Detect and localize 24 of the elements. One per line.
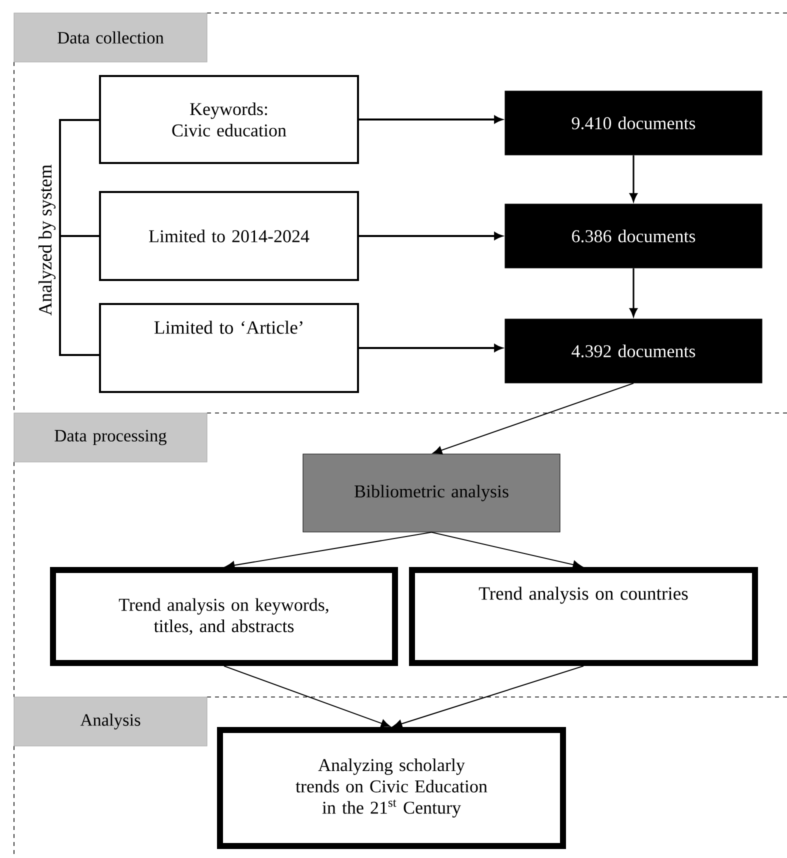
arrow (359, 232, 502, 240)
process-box: Keywords: Civic education (99, 75, 359, 164)
arrow (359, 344, 502, 352)
analysis-box: Bibliometric analysis (302, 454, 560, 532)
arrow (630, 268, 638, 317)
tab-label: Data collection (14, 12, 208, 62)
arrow (431, 532, 582, 569)
side-label: Analyzed by system (37, 163, 57, 318)
arrow (392, 666, 584, 728)
result-box: 9.410 documents (504, 90, 762, 156)
tab-label: Analysis (14, 696, 208, 746)
result-box: 6.386 documents (504, 204, 762, 268)
arrow (225, 532, 432, 570)
outcome-box: Analyzing scholarly trends on Civic Education in the 21$^{st}$ Century (217, 727, 566, 849)
outcome-box: Trend analysis on keywords, titles, and abstracts (50, 567, 398, 666)
arrow (432, 382, 634, 454)
tab-label: Data processing (14, 412, 208, 462)
process-box: Limited to ‘Article’ (99, 303, 359, 393)
result-box: 4.392 documents (504, 318, 762, 384)
arrow (630, 155, 638, 202)
process-box: Limited to 2014-2024 (99, 191, 359, 281)
arrow (224, 666, 390, 728)
arrow (359, 116, 502, 124)
outcome-box: Trend analysis on countries (409, 567, 758, 666)
